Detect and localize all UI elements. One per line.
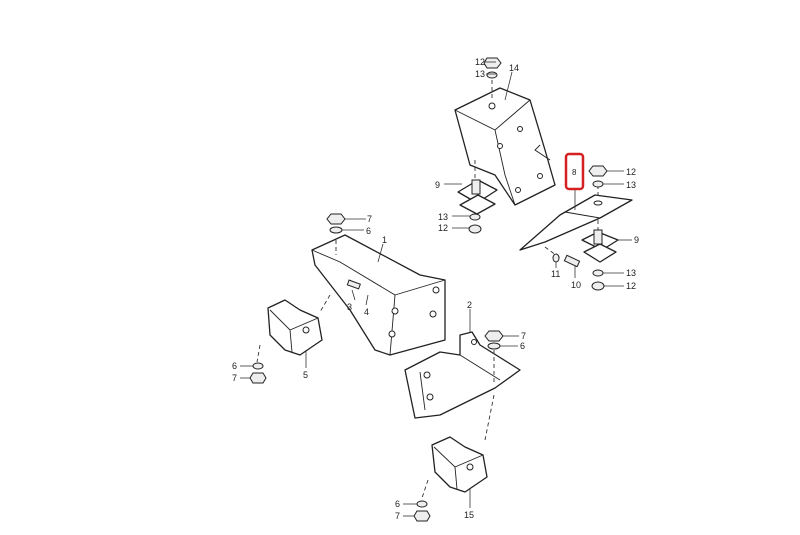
callout-6: 6 bbox=[520, 341, 525, 351]
callout-8[interactable]: 8 bbox=[572, 168, 577, 177]
callout-7: 7 bbox=[521, 331, 526, 341]
callout-12: 12 bbox=[475, 57, 485, 67]
leader-lines bbox=[240, 61, 632, 517]
washer-6[interactable] bbox=[416, 500, 428, 508]
washer-6[interactable] bbox=[329, 226, 343, 234]
washer-13[interactable] bbox=[469, 213, 481, 221]
engine-mount-15[interactable] bbox=[421, 436, 488, 499]
callout-14: 14 bbox=[509, 63, 519, 73]
callout-1: 1 bbox=[382, 235, 387, 245]
nut-12[interactable] bbox=[588, 165, 608, 177]
callouts: 12 13 14 9 13 12 8 12 13 9 13 12 11 10 7… bbox=[232, 57, 639, 521]
callout-7: 7 bbox=[395, 511, 400, 521]
callout-13: 13 bbox=[626, 268, 636, 278]
washer-13[interactable] bbox=[592, 269, 604, 277]
highlight-box bbox=[564, 152, 585, 191]
callout-12: 12 bbox=[626, 281, 636, 291]
bracket-1[interactable] bbox=[311, 234, 446, 356]
nut-12[interactable] bbox=[591, 281, 605, 291]
callout-6: 6 bbox=[366, 226, 371, 236]
bracket-14[interactable] bbox=[454, 80, 556, 206]
callout-13: 13 bbox=[438, 212, 448, 222]
callout-7: 7 bbox=[367, 214, 372, 224]
callout-12: 12 bbox=[626, 167, 636, 177]
callout-9: 9 bbox=[634, 235, 639, 245]
bolt-10[interactable] bbox=[563, 254, 581, 268]
nut-7[interactable] bbox=[249, 372, 267, 384]
bracket-8[interactable] bbox=[519, 185, 633, 259]
callout-13: 13 bbox=[626, 180, 636, 190]
engine-mount-5[interactable] bbox=[256, 294, 331, 363]
rubber-mount-9-left[interactable] bbox=[457, 179, 498, 215]
nut-7[interactable] bbox=[326, 213, 346, 225]
nut-7[interactable] bbox=[413, 510, 431, 522]
washer-13[interactable] bbox=[592, 180, 604, 188]
callout-15: 15 bbox=[464, 510, 474, 520]
callout-4: 4 bbox=[364, 307, 369, 317]
washer-13[interactable] bbox=[486, 71, 498, 79]
rubber-mount-9-right[interactable] bbox=[581, 229, 619, 263]
callout-2: 2 bbox=[467, 300, 472, 310]
washer-11[interactable] bbox=[552, 253, 560, 263]
bracket-2[interactable] bbox=[404, 331, 521, 441]
callout-9: 9 bbox=[435, 180, 440, 190]
callout-7: 7 bbox=[232, 373, 237, 383]
callout-10: 10 bbox=[571, 280, 581, 290]
callout-5: 5 bbox=[303, 370, 308, 380]
callout-13: 13 bbox=[475, 69, 485, 79]
callout-12: 12 bbox=[438, 223, 448, 233]
callout-6: 6 bbox=[395, 499, 400, 509]
nut-12[interactable] bbox=[468, 224, 482, 234]
washer-6[interactable] bbox=[252, 362, 264, 370]
washer-6[interactable] bbox=[487, 342, 501, 350]
nut-12[interactable] bbox=[483, 57, 502, 69]
nut-7[interactable] bbox=[484, 330, 504, 342]
callout-3: 3 bbox=[347, 302, 352, 312]
callout-11: 11 bbox=[551, 269, 560, 279]
callout-6: 6 bbox=[232, 361, 237, 371]
